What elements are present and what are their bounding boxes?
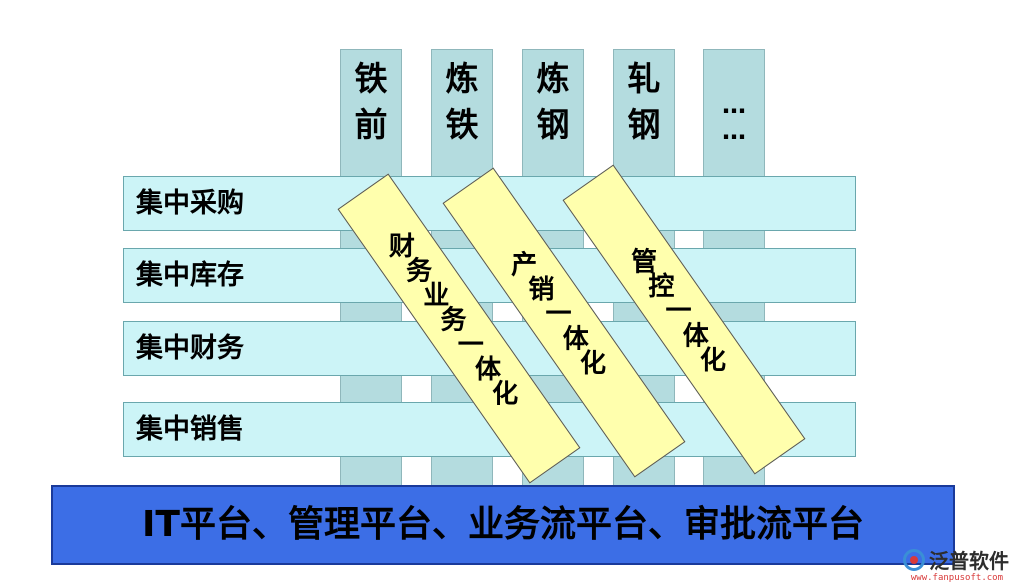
column-label: 炼钢 — [536, 59, 570, 144]
row-label: 集中采购 — [136, 188, 244, 219]
row-label: 集中库存 — [136, 260, 244, 291]
row-label: 集中销售 — [136, 414, 244, 445]
fanpu-logo: 泛普软件 — [903, 545, 1009, 574]
column-label: 铁前 — [354, 59, 388, 144]
logo-mark-icon — [903, 548, 925, 571]
column-label: 轧钢 — [627, 59, 661, 144]
logo-url: www.fanpusoft.com — [910, 573, 1003, 583]
row-label: 集中财务 — [136, 333, 244, 364]
column-label: 炼铁 — [445, 59, 479, 144]
column-label: …… — [722, 91, 746, 145]
platform-label: IT平台、管理平台、业务流平台、审批流平台 — [142, 504, 864, 545]
platform-bar: IT平台、管理平台、业务流平台、审批流平台 — [51, 485, 955, 565]
logo-text: 泛普软件 — [929, 549, 1009, 573]
